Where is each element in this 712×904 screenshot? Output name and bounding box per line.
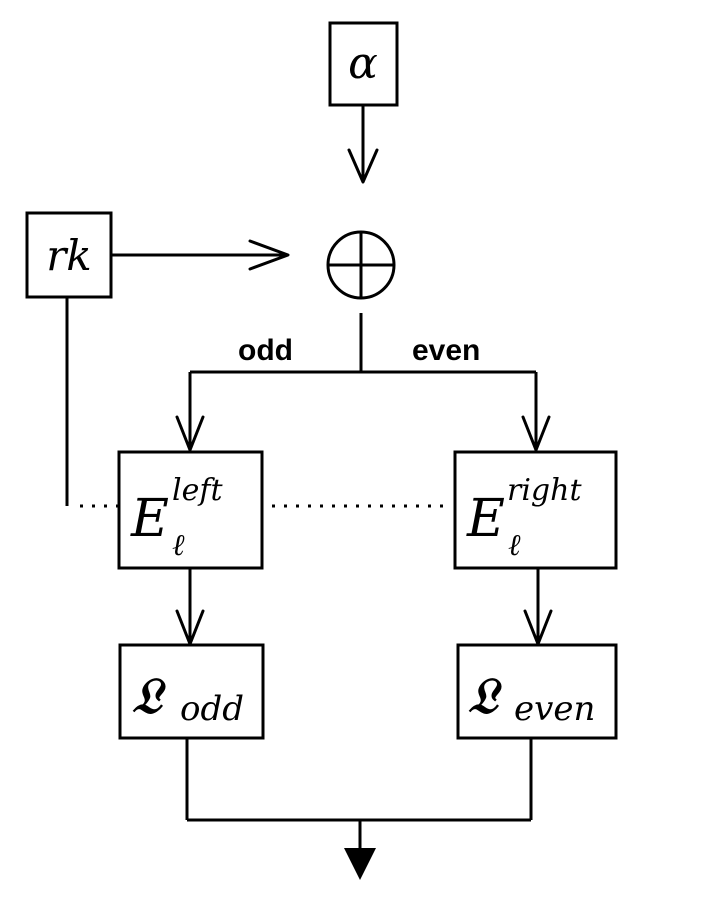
e-right-subscript: ℓ (508, 528, 521, 563)
e-right-base: E (466, 489, 505, 549)
l-even-base: 𝔏 (468, 666, 503, 725)
e-left-node: E left ℓ (117, 450, 264, 570)
l-odd-box (118, 643, 265, 740)
split-to-e-left-arrow (175, 372, 205, 452)
e-right-node: E right ℓ (453, 450, 618, 570)
split-to-e-right-arrowhead (521, 415, 551, 452)
e-left-box (117, 450, 264, 570)
alpha-to-xor-arrow (347, 105, 379, 184)
e-left-base: E (130, 489, 169, 549)
split-to-e-right-arrow (521, 372, 551, 452)
split-to-e-left-arrowhead (175, 415, 205, 452)
l-odd-base: 𝔏 (132, 666, 167, 725)
alpha-node: α (328, 21, 399, 107)
round-key-to-xor-arrowhead (248, 239, 290, 271)
alpha-symbol: α (348, 38, 378, 89)
branch-label-even: even (412, 334, 480, 367)
l-even-node: 𝔏 even (456, 643, 618, 740)
round-key-symbol: rk (46, 231, 92, 280)
e-left-superscript: left (172, 473, 223, 508)
alpha-to-xor-arrowhead (347, 148, 379, 184)
l-odd-node: 𝔏 odd (118, 643, 265, 740)
l-odd-subscript: odd (180, 689, 244, 729)
circled-plus-icon (326, 230, 396, 300)
round-key-node: rk (25, 211, 113, 299)
e-left-subscript: ℓ (172, 528, 185, 563)
l-even-subscript: even (514, 689, 595, 729)
e-right-box (453, 450, 618, 570)
e-right-superscript: right (507, 473, 582, 508)
e-left-to-l-odd-arrow (175, 568, 205, 646)
l-even-box (456, 643, 618, 740)
round-key-to-xor-arrow (111, 239, 290, 271)
branch-label-odd: odd (238, 334, 293, 367)
e-right-to-l-even-arrow (523, 568, 553, 646)
final-output-arrowhead (344, 848, 376, 880)
